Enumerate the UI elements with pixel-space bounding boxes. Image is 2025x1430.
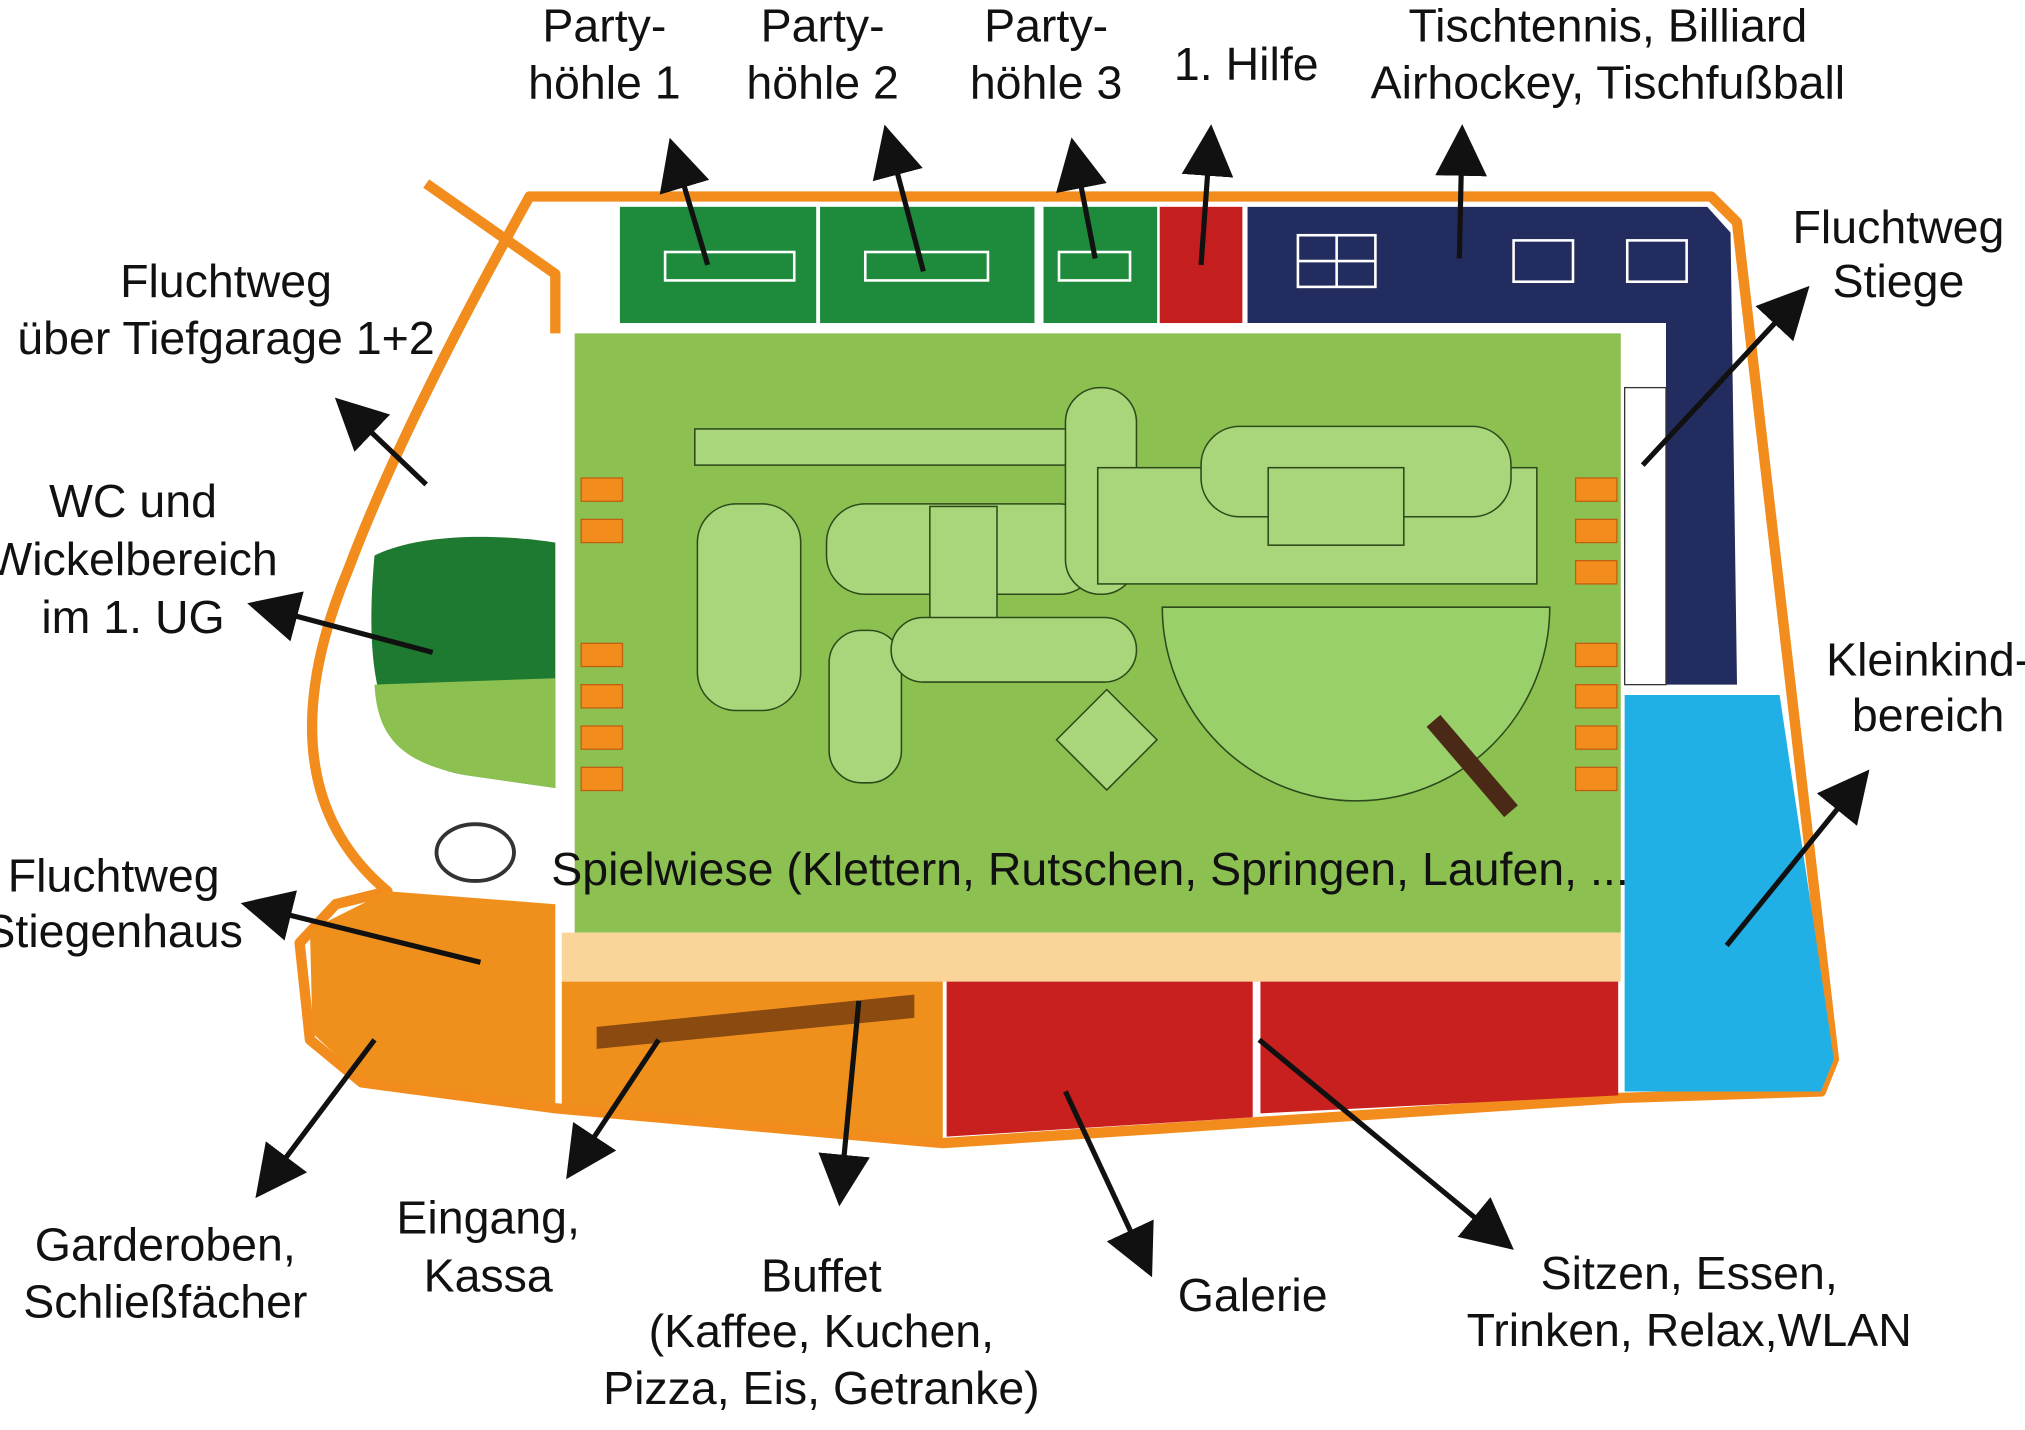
arrow-galerie	[1063, 1090, 1154, 1278]
label-line: Kleinkind-	[1826, 634, 2025, 686]
label-line: Galerie	[1178, 1269, 1328, 1321]
partyhoehle-1-room	[619, 206, 817, 324]
label-line: Sitzen, Essen,	[1541, 1247, 1838, 1299]
arrows	[240, 124, 1870, 1278]
label-line: Trinken, Relax,WLAN	[1467, 1304, 1912, 1356]
arrow-party3	[1056, 137, 1107, 259]
label-line: Party-	[761, 0, 885, 52]
arrow-stiegenhaus	[240, 890, 482, 965]
label-line: im 1. UG	[41, 591, 224, 643]
label-line: Schließfächer	[23, 1275, 307, 1327]
spielwiese-label: Spielwiese (Klettern, Rutschen, Springen…	[551, 843, 1644, 895]
arrow-sitzen	[1257, 1037, 1514, 1250]
galerie-seating	[946, 981, 1253, 1137]
label-line: Kassa	[424, 1250, 553, 1302]
label-party1: Party-höhle 1	[528, 0, 681, 108]
label-line: Airhockey, Tischfußball	[1371, 56, 1846, 108]
label-party2: Party-höhle 2	[746, 0, 899, 108]
label-line: Fluchtweg	[1793, 201, 2005, 253]
label-line: Fluchtweg	[8, 849, 220, 901]
kleinkindbereich-area	[1624, 694, 1834, 1092]
label-line: Pizza, Eis, Getranke)	[603, 1362, 1040, 1414]
arrow-party1	[659, 137, 711, 266]
wickel-area	[374, 678, 556, 788]
label-eingang: Eingang, Kassa	[396, 1192, 580, 1302]
table-icons	[663, 233, 1688, 289]
tiefgarage-corridor	[423, 179, 561, 334]
arrow-eingang	[566, 1038, 661, 1180]
stairs-area	[1624, 386, 1667, 686]
label-line: (Kaffee, Kuchen,	[649, 1305, 994, 1357]
label-sitzen: Sitzen, Essen,Trinken, Relax,WLAN	[1467, 1247, 1912, 1356]
corridor-area	[561, 932, 1621, 982]
arrow-tiefgarage	[334, 397, 428, 487]
partyhoehle-2-room	[820, 206, 1035, 324]
arrow-wc	[247, 591, 434, 655]
erste-hilfe-room	[1159, 206, 1243, 324]
label-hilfe: 1. Hilfe	[1174, 38, 1319, 90]
label-galerie: Galerie	[1178, 1269, 1328, 1321]
label-garderoben: Garderoben,Schließfächer	[23, 1219, 307, 1328]
label-line: Tischtennis, Billiard	[1409, 0, 1808, 52]
label-line: Stiege	[1833, 255, 1965, 307]
label-line: WC und	[49, 475, 217, 527]
buffet-counter	[596, 994, 915, 1049]
label-kleinkind: Kleinkind-bereich	[1826, 634, 2025, 742]
garderobe-area	[309, 891, 556, 1105]
arrow-games	[1435, 124, 1487, 259]
label-line: Party-	[984, 0, 1108, 52]
arrow-buffet	[818, 1000, 870, 1207]
label-line: höhle 1	[528, 56, 681, 108]
label-line: Wickelbereich	[0, 533, 278, 585]
label-line: Stiegenhaus	[0, 905, 243, 957]
arrow-kleinkind	[1724, 769, 1870, 948]
games-room	[1247, 206, 1738, 685]
label-line: Eingang,	[396, 1192, 580, 1244]
seating-area	[1260, 981, 1619, 1114]
label-party3: Party-höhle 3	[970, 0, 1123, 108]
label-line: höhle 2	[746, 56, 899, 108]
label-line: höhle 3	[970, 56, 1123, 108]
label-line: Party-	[542, 0, 666, 52]
label-line: bereich	[1852, 689, 2004, 741]
label-buffet: Buffet(Kaffee, Kuchen,Pizza, Eis, Getran…	[603, 1250, 1040, 1414]
arrow-fluchtweg-stiege	[1640, 285, 1810, 467]
label-line: Fluchtweg	[120, 255, 332, 307]
arrow-garderoben	[255, 1038, 377, 1199]
mats	[580, 477, 1618, 792]
partyhoehle-3-room	[1043, 206, 1158, 324]
play-structures	[694, 386, 1551, 818]
label-line: Garderoben,	[35, 1219, 296, 1271]
stairwell	[434, 822, 516, 883]
label-line: 1. Hilfe	[1174, 38, 1319, 90]
arrow-party2	[872, 124, 926, 273]
label-line: über Tiefgarage 1+2	[17, 312, 434, 364]
label-line: Buffet	[761, 1250, 882, 1302]
arrow-hilfe	[1181, 124, 1234, 266]
